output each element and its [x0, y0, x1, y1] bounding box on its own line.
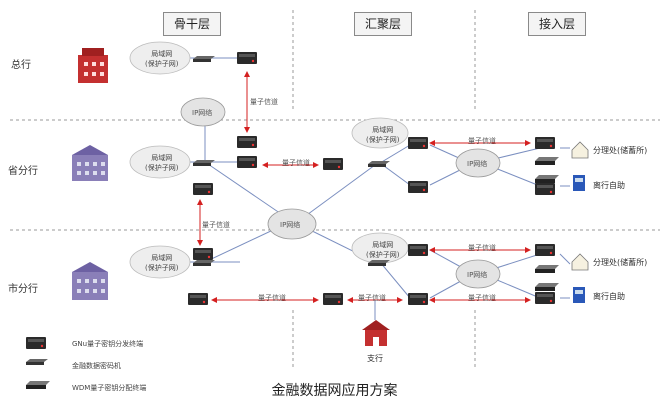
atm-label-2: 离行自助 — [593, 292, 625, 301]
quantum-channel-label-6: 量子信道 — [468, 244, 496, 252]
sub-branch-label: 支行 — [367, 354, 383, 363]
lan-cloud-city — [129, 245, 191, 279]
row-label-city: 市分行 — [8, 284, 38, 295]
qkd-agg-2 — [323, 293, 343, 305]
wdm-access-1a — [535, 157, 559, 165]
lan-label-agg-2: 局域网(保护子网) — [366, 241, 400, 259]
column-header-aggregation: 汇聚层 — [354, 12, 413, 36]
wdm-access-2b — [535, 283, 559, 291]
ip-label-access-2: IP网络 — [467, 271, 488, 279]
quantum-channel-label-2: 量子信道 — [282, 159, 310, 167]
wdm-access-1b — [535, 175, 559, 183]
legend-label-encryptor: 金融数据密码机 — [72, 362, 121, 370]
wdm-access-2a — [535, 265, 559, 273]
column-header-backbone: 骨干层 — [163, 12, 222, 36]
quantum-channel-label-3: 量子信道 — [202, 221, 230, 229]
ip-label-access-1: IP网络 — [467, 160, 488, 168]
qkd-agg-1a — [408, 137, 428, 149]
city-branch-building-icon — [72, 262, 108, 300]
qkd-access-1a — [535, 137, 555, 149]
legend-label-gnu: GNu量子密钥分发终端 — [72, 340, 144, 348]
quantum-links — [197, 71, 531, 303]
legend-financial-data-encryptor-icon — [26, 359, 48, 365]
encryptor-hq — [193, 56, 215, 62]
lan-cloud-hq — [129, 41, 191, 75]
bank-hq-building-icon — [78, 48, 108, 83]
ip-label-core: IP网络 — [280, 221, 301, 229]
grid-dividers — [10, 10, 660, 370]
legend-label-wdm: WDM量子密钥分配终端 — [72, 384, 147, 392]
network-links — [160, 57, 571, 320]
ip-label-backbone: IP网络 — [192, 109, 213, 117]
lan-label-city: 局域网(保护子网) — [145, 254, 179, 272]
row-label-province: 省分行 — [8, 166, 38, 177]
quantum-channel-label-5: 量子信道 — [468, 137, 496, 145]
province-branch-building-icon — [72, 145, 108, 181]
qkd-access-1b — [535, 183, 555, 195]
qkd-access-2b — [535, 292, 555, 304]
lan-cloud-agg-1 — [351, 117, 409, 149]
ip-cloud-access-2 — [455, 259, 501, 289]
ip-cloud-access-1 — [455, 148, 501, 178]
quantum-channel-label-4: 量子信道 — [258, 294, 286, 302]
qkd-agg-1 — [323, 158, 343, 170]
branch-office-label-1: 分理处(储蓄所) — [593, 146, 648, 155]
ip-cloud-core — [267, 208, 317, 240]
encryptor-city — [193, 260, 215, 266]
lan-cloud-province — [129, 145, 191, 179]
qkd-agg-1b — [408, 181, 428, 193]
lan-label-agg-1: 局域网(保护子网) — [366, 126, 400, 144]
quantum-channel-label-8: 量子信道 — [468, 294, 496, 302]
sub-branch-building-icon — [362, 320, 390, 346]
qkd-city-bottom — [188, 293, 208, 305]
ip-cloud-backbone — [180, 97, 226, 127]
diagram-title: 金融数据网应用方案 — [271, 383, 398, 399]
qkd-city — [193, 248, 213, 260]
encryptor-agg-1 — [368, 161, 390, 167]
quantum-channel-label-7: 量子信道 — [358, 294, 386, 302]
qkd-province — [237, 156, 257, 168]
column-header-access: 接入层 — [528, 12, 587, 36]
qkd-agg-2a — [408, 244, 428, 256]
branch-office-label-2: 分理处(储蓄所) — [593, 258, 648, 267]
quantum-channel-label-1: 量子信道 — [250, 98, 278, 106]
qkd-province-top — [237, 136, 257, 148]
qkd-access-2a — [535, 244, 555, 256]
atm-icon — [573, 175, 585, 303]
atm-label-1: 离行自助 — [593, 181, 625, 190]
legend-gnu-quantum-key-distributor-icon — [26, 337, 46, 349]
lan-label-province: 局域网(保护子网) — [145, 154, 179, 172]
row-label-hq: 总行 — [11, 60, 31, 71]
qkd-hq — [237, 52, 257, 64]
qkd-province-bottom — [193, 183, 213, 195]
branch-office-house-icon — [571, 141, 589, 271]
qkd-agg-2b — [408, 293, 428, 305]
encryptor-province — [193, 160, 215, 166]
lan-label-hq: 局域网(保护子网) — [145, 50, 179, 68]
